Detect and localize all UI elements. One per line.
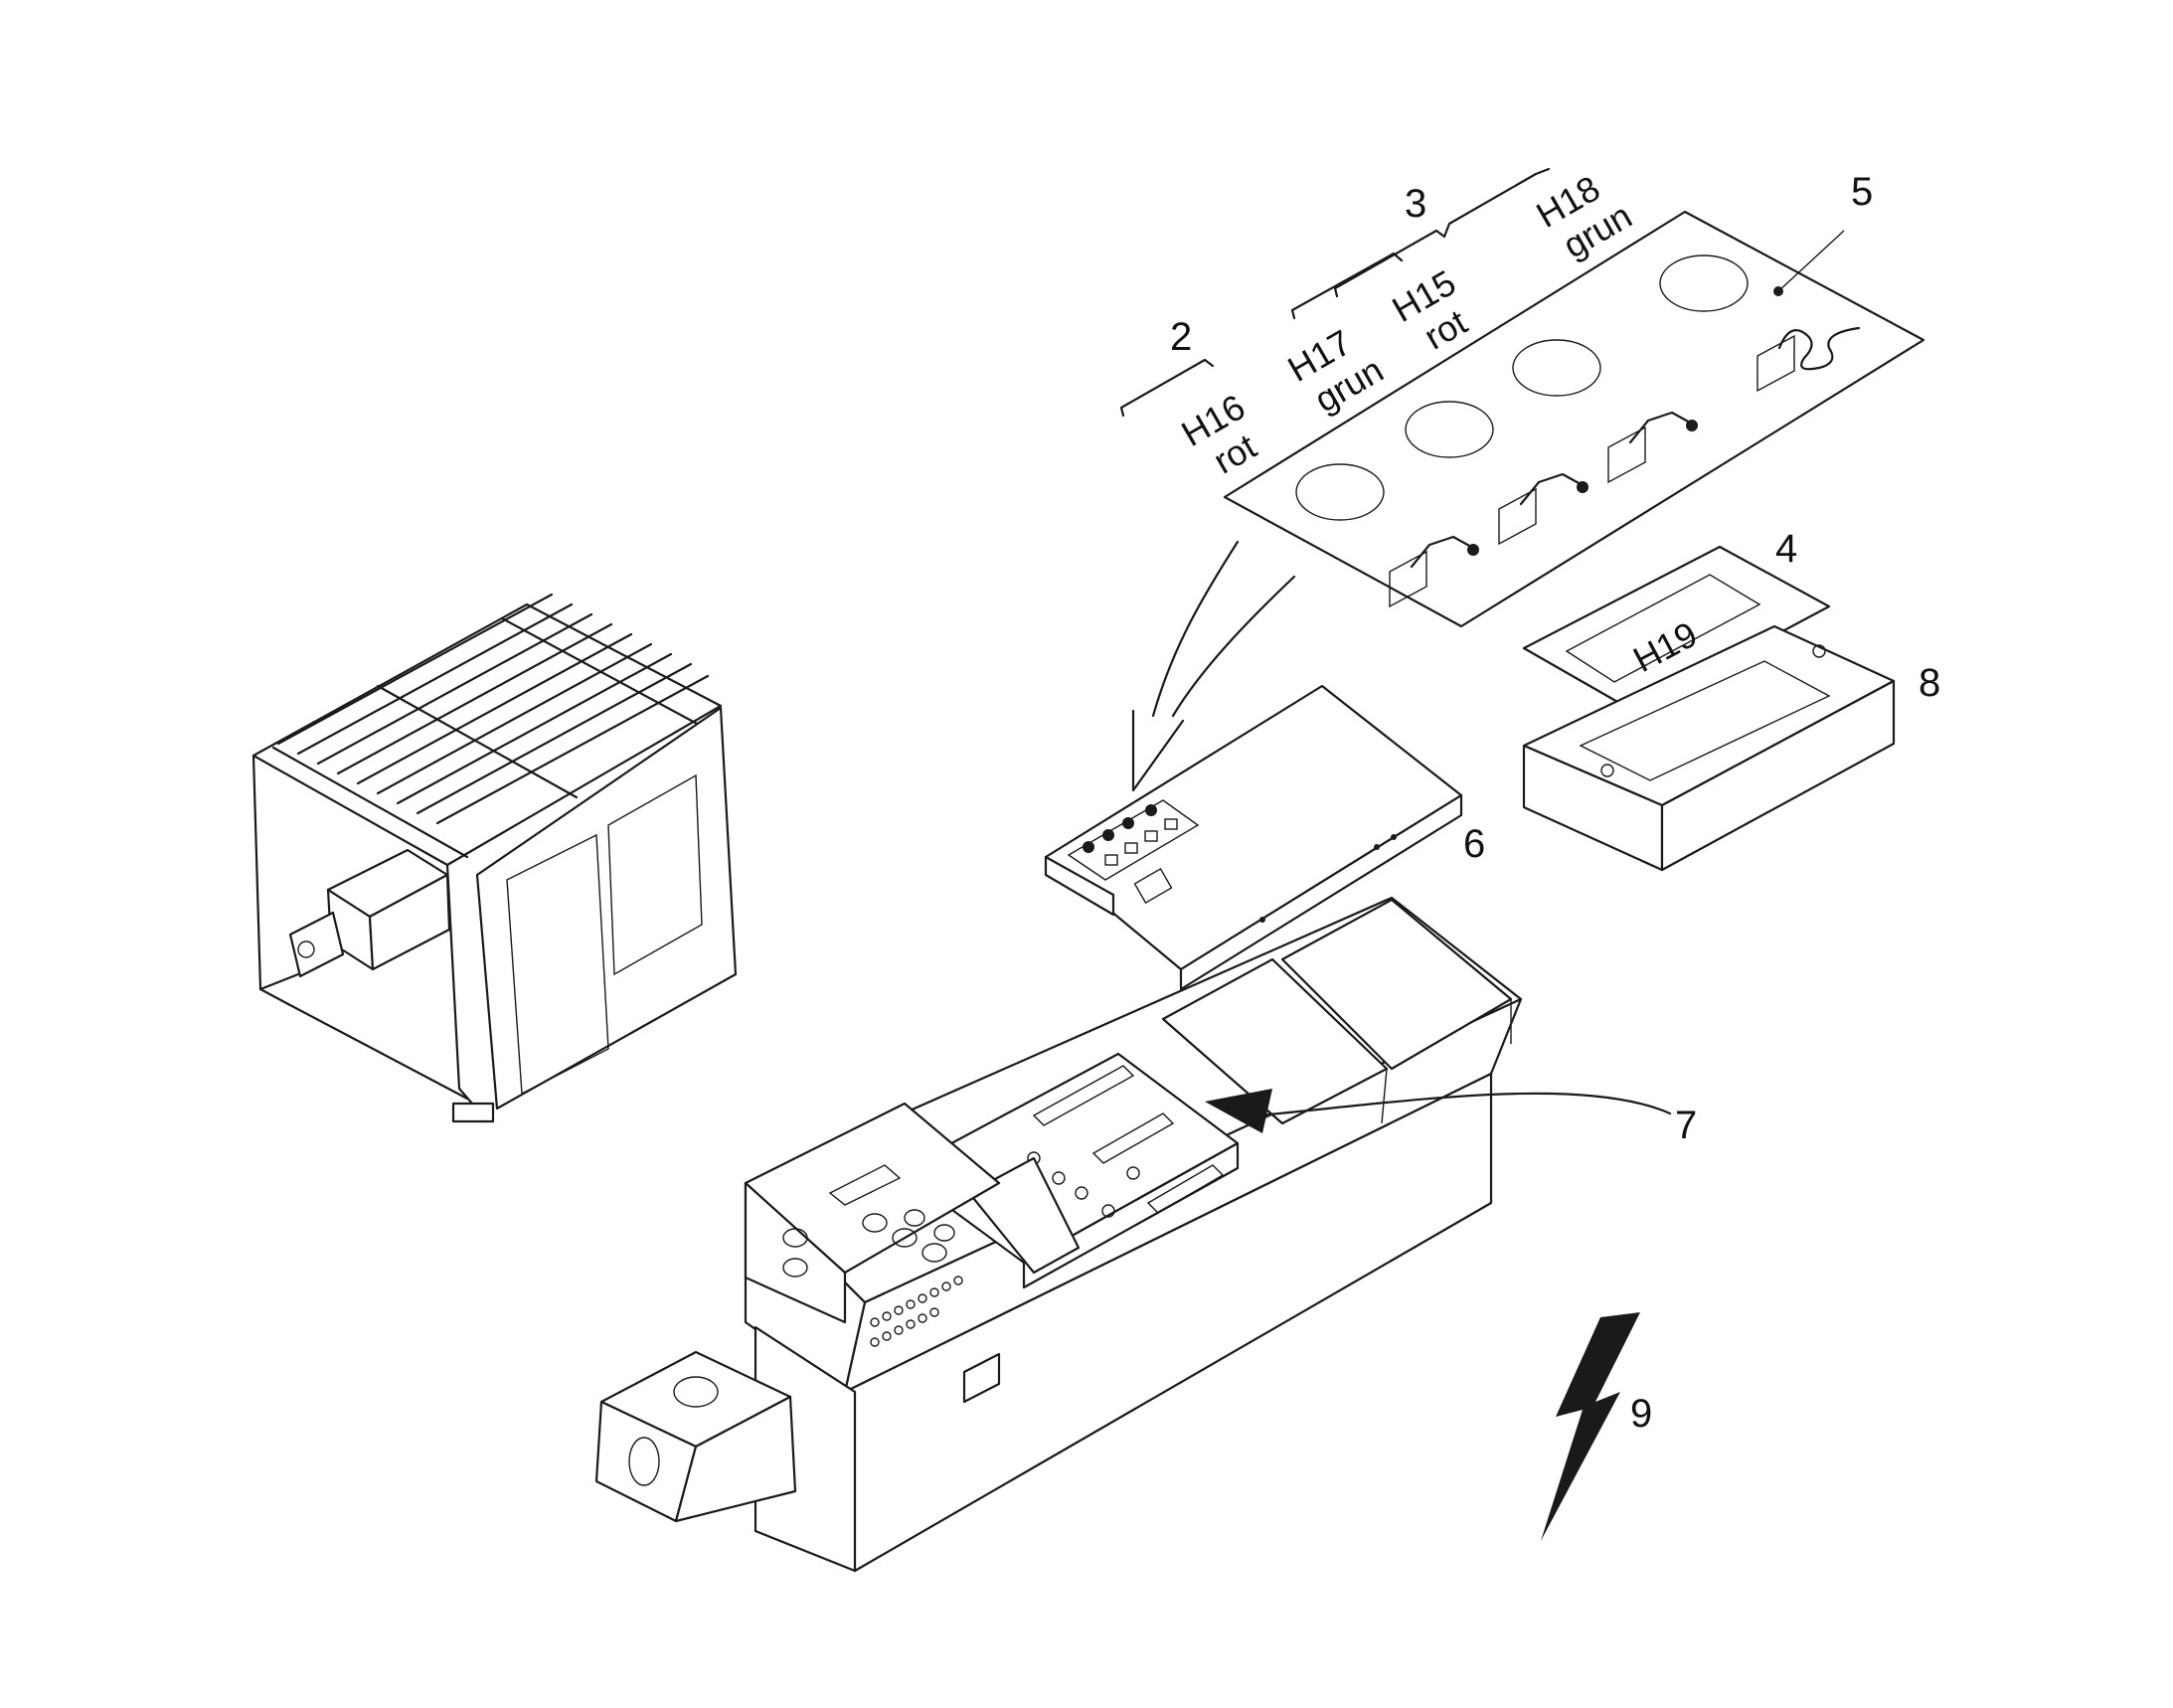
operator-cab (251, 593, 738, 1123)
indicator-inner-window (1565, 574, 1761, 683)
callout-2: 2 (1170, 315, 1192, 359)
bracket-group-2-right (1290, 252, 1404, 320)
callout-5: 5 (1851, 170, 1873, 214)
cab-side-panel (475, 706, 738, 1110)
cover-front-edge (1179, 793, 1463, 991)
console-latch (962, 1352, 1001, 1404)
cover-small-indicator (1133, 868, 1173, 904)
callout-9: 9 (1630, 1392, 1652, 1436)
callout-7: 7 (1675, 1104, 1697, 1147)
lamp-label-h16: H16 rot (1175, 386, 1263, 481)
cab-roof-bars (271, 593, 710, 859)
panel-slot (1032, 1065, 1135, 1126)
pointer-arrow-7 (1205, 1089, 1672, 1133)
joystick-recess (967, 1156, 1081, 1275)
mounting-frame (1522, 624, 1896, 872)
lamp-lens-h16 (1295, 463, 1385, 521)
frame-opening (1579, 660, 1831, 781)
end-cap-port-front (628, 1437, 660, 1486)
cab-front-post-left (445, 863, 481, 1113)
cab-window (506, 833, 609, 1096)
callout-6: 6 (1463, 822, 1485, 866)
bracket-group-2 (1119, 358, 1215, 418)
instrument-panel-edge (1022, 1141, 1240, 1289)
cab-rear-post (251, 754, 290, 1006)
end-cap-port-top (673, 1376, 719, 1408)
cab-control-box (288, 911, 345, 978)
assembly-arrow-strip-to-cover (1131, 540, 1296, 792)
temperature-symbol-icon (1389, 535, 1479, 608)
cab-foot (451, 1102, 495, 1123)
indicator-plate-outline (1522, 545, 1831, 713)
lamp-label-strip (1223, 210, 1925, 628)
temperature-symbol-icon (1607, 411, 1698, 484)
lamp-lens-h17 (1405, 401, 1494, 458)
callout-8: 8 (1919, 661, 1940, 705)
bracket-group-3-left (1333, 229, 1446, 298)
temperature-symbol-icon (1498, 472, 1588, 546)
panel-cover (1044, 684, 1463, 991)
end-cap-side (674, 1395, 797, 1523)
control-console (594, 896, 1523, 1573)
label-strip-plate (1223, 210, 1925, 628)
lamp-group-brackets (1119, 167, 1551, 418)
left-panel-face (744, 1181, 847, 1324)
cover-left-edge (1044, 855, 1115, 917)
bracket-group-3-right (1442, 167, 1551, 239)
cab-door-window (607, 773, 703, 976)
lamp-lens-h15 (1512, 339, 1601, 397)
leader-line-5 (1777, 230, 1845, 292)
hydraulic-symbol-icon (1756, 326, 1861, 393)
electrical-hazard-icon (1541, 1312, 1640, 1541)
panel-slot (1091, 1112, 1175, 1164)
lamp-lens-h18 (1659, 255, 1749, 312)
callout-3: 3 (1405, 182, 1426, 226)
lamp-label-h17: H17 grun (1281, 321, 1391, 420)
frame-side-face (1660, 679, 1896, 872)
panel-slot (1146, 1164, 1225, 1214)
callout-4: 4 (1775, 527, 1797, 571)
left-panel-display (828, 1164, 902, 1206)
cab-seat-side (368, 873, 451, 971)
